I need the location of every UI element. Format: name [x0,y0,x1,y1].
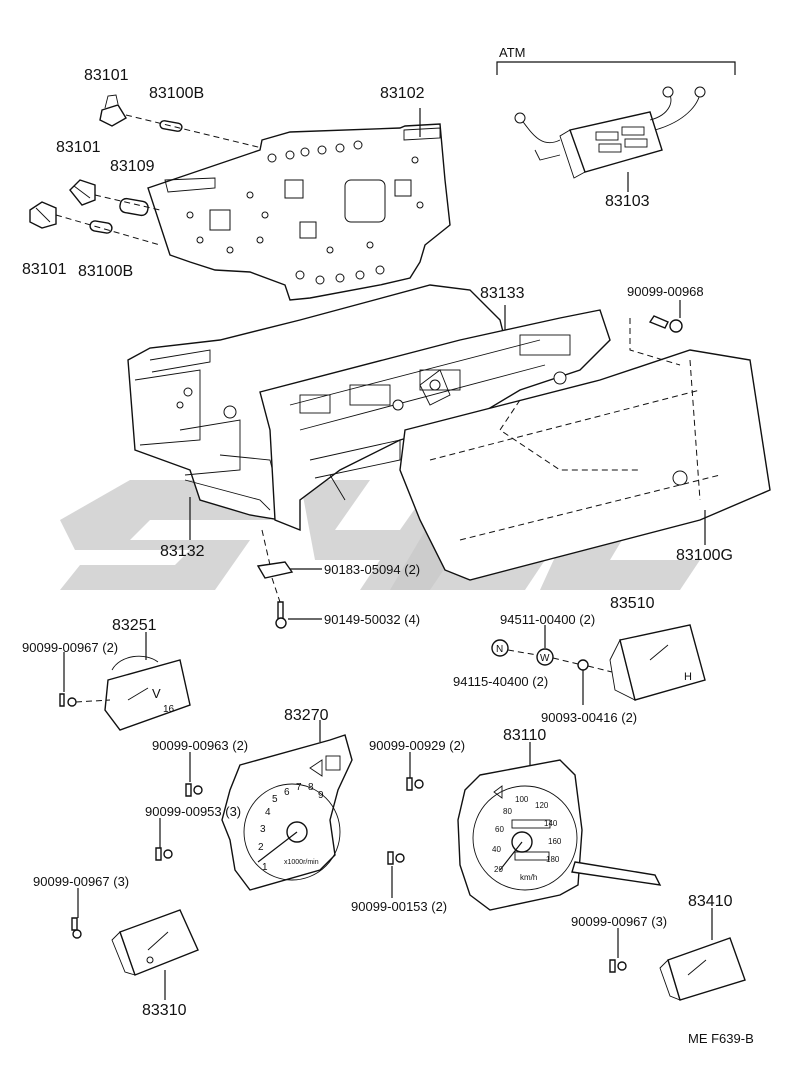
label-83133: 83133 [480,285,525,302]
speed-tick-40: 40 [492,845,501,854]
label-83101-c: 83101 [22,261,67,278]
speedometer-83110: 20 40 60 80 100 120 140 160 180 km/h [457,759,662,911]
plate-nut-90183-05094 [256,561,294,579]
label-90099-00953: 90099-00953 (3) [145,804,241,819]
label-83110: 83110 [503,727,546,744]
speed-tick-100: 100 [515,795,529,804]
washer-marker: W [540,653,550,664]
label-83101-b: 83101 [56,139,101,156]
label-83132: 83132 [160,543,205,560]
bulb-socket-83101-c [29,201,57,229]
label-83103: 83103 [605,193,650,210]
label-83510: 83510 [610,595,655,612]
group-label-atm: ATM [499,45,525,60]
tach-tick-8: 8 [308,782,314,793]
tachometer-83270: 1 2 3 4 5 6 7 8 9 x1000r/min [221,734,353,891]
speed-tick-180: 180 [546,855,560,864]
voltmeter-83251: V 16 [104,655,191,731]
circuit-holes [186,140,424,285]
bulb-83100b-a [159,120,183,132]
washer-90093-00416 [577,659,589,671]
label-83251: 83251 [112,617,157,634]
speed-tick-120: 120 [535,801,549,810]
bulb-83109 [119,197,149,217]
label-83100b-a: 83100B [149,85,204,102]
label-94115-40400: 94115-40400 (2) [453,674,548,689]
screw-90099-00967-c [609,959,627,973]
printed-circuit-83102 [147,123,451,301]
speed-tick-labels: 20 40 60 80 100 120 140 160 180 [492,795,562,874]
screw-90149-50032 [275,601,287,629]
speed-tick-140: 140 [544,819,558,828]
tach-tick-4: 4 [265,807,271,818]
speed-tick-160: 160 [548,837,562,846]
label-83410: 83410 [688,893,733,910]
tach-unit: x1000r/min [284,859,319,866]
speed-tick-60: 60 [495,825,504,834]
cover-83100g [399,318,771,581]
label-83270: 83270 [284,707,329,724]
label-83101-a: 83101 [84,67,129,84]
volt-mark: V [152,686,161,701]
label-90099-00967-c: 90099-00967 (3) [571,914,667,929]
bulb-socket-83101-a [99,94,127,127]
speed-unit: km/h [520,873,537,882]
label-90099-00963: 90099-00963 (2) [152,738,248,753]
nut-94115-40400: N [491,639,509,657]
screw-90099-00967-b [71,917,82,939]
label-90099-00967-a: 90099-00967 (2) [22,640,118,655]
label-90099-00153: 90099-00153 (2) [351,899,447,914]
label-83100g: 83100G [676,547,733,564]
screw-90099-00963 [185,783,203,797]
tach-tick-6: 6 [284,787,290,798]
part-labels: ATM 83101 83100B 83102 83101 83109 83101… [22,45,754,1046]
temp-mark: H [684,671,692,683]
tach-tick-5: 5 [272,794,278,805]
tach-tick-9: 9 [318,790,324,801]
label-90183-05094: 90183-05094 (2) [324,562,420,577]
tach-tick-labels: 1 2 3 4 5 6 7 8 9 [258,782,324,873]
label-90099-00967-b: 90099-00967 (3) [33,874,129,889]
label-90149-50032: 90149-50032 (4) [324,612,420,627]
screw-90099-00968 [648,315,683,333]
tach-tick-7: 7 [296,782,302,793]
bulb-socket-83101-b [69,179,96,206]
tach-tick-2: 2 [258,842,264,853]
screw-90099-00967-a [59,693,77,707]
speed-tick-20: 20 [494,865,503,874]
label-94511-00400: 94511-00400 (2) [500,612,595,627]
label-83100b-b: 83100B [78,263,133,280]
temp-gauge-83510: H [609,624,706,701]
speed-tick-80: 80 [503,807,512,816]
bulb-83100b-b [89,220,113,234]
fuel-gauge-83310 [111,909,199,976]
atm-indicator-83103 [514,86,706,179]
oil-gauge-83410 [659,937,746,1001]
label-90099-00968: 90099-00968 [627,284,704,299]
screw-90099-00153 [387,851,405,865]
tach-tick-3: 3 [260,824,266,835]
nut-marker: N [496,644,503,655]
washer-94511-00400: W [536,648,554,666]
screw-90099-00929 [406,777,424,791]
label-83310: 83310 [142,1002,187,1019]
label-83109: 83109 [110,158,155,175]
label-90099-00929: 90099-00929 (2) [369,738,465,753]
label-90093-00416: 90093-00416 (2) [541,710,637,725]
label-83102: 83102 [380,85,425,102]
atm-bracket [496,61,736,75]
volt-value: 16 [163,704,175,715]
screw-90099-00953 [155,847,173,861]
tach-tick-1: 1 [262,862,268,873]
diagram-code: ME F639-B [688,1031,754,1046]
